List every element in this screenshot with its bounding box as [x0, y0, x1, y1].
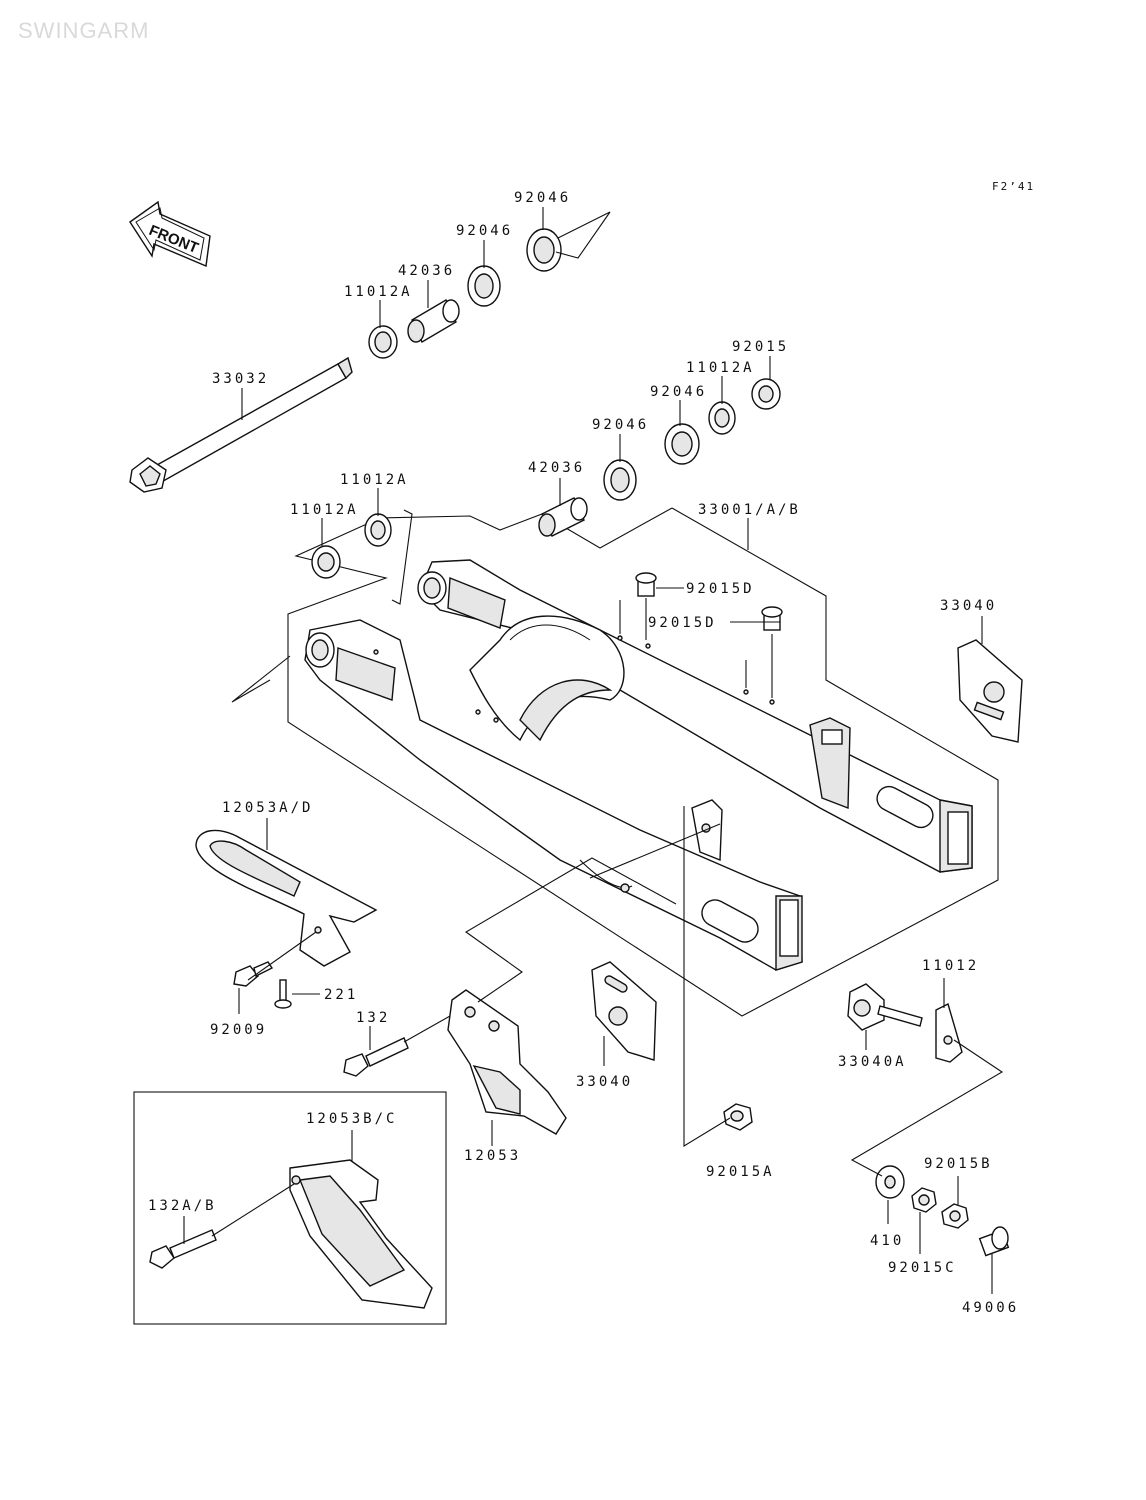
- oil-seal-11012A-b: [708, 401, 736, 435]
- label-11012A-b: 11012A: [686, 360, 755, 376]
- sleeve-42036-b: [538, 497, 588, 537]
- diagram-title: SWINGARM: [18, 18, 149, 43]
- label-33001AB: 33001/A/B: [698, 502, 801, 518]
- label-221: 221: [324, 987, 358, 1003]
- chain-adjuster-33040-right: [957, 639, 1023, 743]
- label-92046-b: 92046: [456, 223, 513, 239]
- screw-221: [274, 979, 292, 1009]
- label-42036-b: 42036: [528, 460, 585, 476]
- collar-92015D-a: [635, 572, 657, 597]
- label-92009: 92009: [210, 1022, 267, 1038]
- needle-bearing-92046-c: [664, 423, 700, 465]
- pivot-shaft: [129, 356, 353, 493]
- label-11012: 11012: [922, 958, 979, 974]
- chain-adjuster-33040-center: [591, 961, 657, 1061]
- label-410: 410: [870, 1233, 904, 1249]
- block-11012: [935, 1002, 963, 1063]
- cap-92015: [751, 378, 781, 410]
- cap-49006: [978, 1226, 1010, 1257]
- needle-bearing-92046-b: [467, 265, 501, 307]
- bolt-92009: [233, 961, 274, 987]
- label-11012A-c: 11012A: [340, 472, 409, 488]
- label-132: 132: [356, 1010, 390, 1026]
- label-92046-c: 92046: [650, 384, 707, 400]
- front-arrow-icon: FRONT: [129, 200, 211, 268]
- chain-guard-12053: [447, 989, 567, 1135]
- label-92015D-a: 92015D: [686, 581, 755, 597]
- sleeve-42036-a: [407, 299, 460, 343]
- label-92046-top: 92046: [514, 190, 571, 206]
- assembly-outline: [287, 507, 999, 1017]
- label-12053AD: 12053A/D: [222, 800, 313, 816]
- needle-bearing-92046-d: [603, 459, 637, 501]
- nut-92015B: [941, 1203, 969, 1229]
- label-12053BC: 12053B/C: [306, 1111, 397, 1127]
- label-132AB: 132A/B: [148, 1198, 217, 1214]
- oil-seal-11012A-c: [364, 513, 392, 547]
- label-11012A-a: 11012A: [344, 284, 413, 300]
- bolt-132: [343, 1037, 409, 1077]
- label-92015: 92015: [732, 339, 789, 355]
- chain-slider-12053AD: [195, 829, 378, 967]
- label-92015A: 92015A: [706, 1164, 775, 1180]
- figure-code: F2’41: [992, 180, 1035, 193]
- label-33032: 33032: [212, 371, 269, 387]
- washer-410: [875, 1165, 905, 1199]
- leader-lines: [183, 207, 1004, 1294]
- inset-12053BC: [133, 1091, 447, 1325]
- nut-92015C: [911, 1187, 937, 1213]
- nut-92015A: [723, 1103, 753, 1131]
- part-labels: 92046 92046 42036 11012A 33032 92015 110…: [148, 190, 1019, 1316]
- label-12053: 12053: [464, 1148, 521, 1164]
- label-33040: 33040: [576, 1074, 633, 1090]
- label-11012A-d: 11012A: [290, 502, 359, 518]
- swingarm-body: [304, 559, 973, 971]
- label-49006: 49006: [962, 1300, 1019, 1316]
- oil-seal-11012A-a: [368, 325, 398, 359]
- collar-92015D-b: [761, 606, 783, 631]
- label-33040-right: 33040: [940, 598, 997, 614]
- label-33040A: 33040A: [838, 1054, 907, 1070]
- needle-bearing-92046-top: [526, 228, 562, 272]
- label-92015B: 92015B: [924, 1156, 993, 1172]
- chain-adjuster-33040A: [847, 983, 923, 1031]
- label-42036-a: 42036: [398, 263, 455, 279]
- label-92015C: 92015C: [888, 1260, 957, 1276]
- label-92046-d: 92046: [592, 417, 649, 433]
- oil-seal-11012A-d: [311, 545, 341, 579]
- label-92015D-b: 92015D: [648, 615, 717, 631]
